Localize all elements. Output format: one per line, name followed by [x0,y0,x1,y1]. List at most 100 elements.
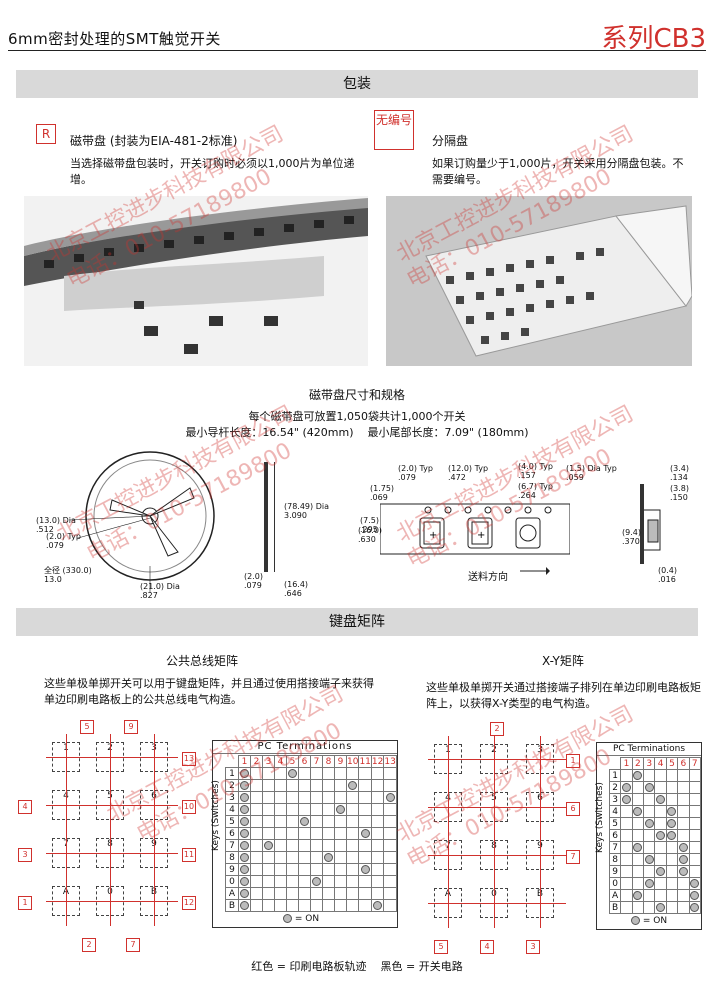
termination-cell [298,779,311,792]
termination-cell [322,803,335,816]
termination-cell [383,899,397,912]
termination-cell [286,875,299,888]
key-row-header: 9 [225,863,239,876]
on-dot-icon [240,840,249,850]
pcb-trace-vertical [154,734,155,926]
on-dot-icon [283,914,292,923]
table-row: A [225,887,397,900]
termination-cell [322,887,335,900]
termination-cell [688,901,702,914]
termination-cell [345,839,360,852]
on-dot-icon [240,900,249,910]
termination-cell [620,889,633,902]
termination-cell [654,841,667,854]
termination-cell [677,817,690,830]
terminal-tag: 5 [434,940,448,954]
termination-column-header: 7 [310,755,323,768]
termination-cell [262,875,275,888]
termination-cell [642,793,656,806]
termination-cell [383,803,397,816]
termination-cell [262,767,275,780]
termination-cell [358,839,372,852]
xy-grid-title: PC Terminations [597,743,701,756]
table-row: 4 [608,805,702,818]
termination-column-header: 3 [642,757,656,770]
termination-cell [262,863,275,876]
common-vertical-label: Keys (Switches) [211,780,221,851]
pcb-trace-vertical [448,736,449,928]
pcb-trace-horizontal [428,759,566,760]
termination-cell [274,767,287,780]
termination-cell [274,815,287,828]
on-dot-icon [373,900,383,910]
table-row: 1 [225,767,397,780]
on-dot-icon [667,806,677,816]
key-row-header: B [225,899,239,912]
pcb-trace-vertical [540,736,541,928]
termination-cell [383,827,397,840]
termination-column-header: 1 [620,757,633,770]
dim-dia-13: (13.0) Dia .512 [36,516,76,534]
termination-cell [286,839,299,852]
on-dot-icon [360,864,370,874]
on-dot-icon [656,794,666,804]
termination-cell [322,875,335,888]
on-dot-icon [678,854,688,864]
termination-cell [310,827,323,840]
on-dot-icon [336,804,345,814]
termination-cell [370,875,385,888]
key-row-header: 3 [608,793,622,806]
on-dot-icon [690,890,700,900]
specs-line2: 最小导杆长度：16.54" (420mm) 最小尾部长度：7.09" (180m… [185,426,529,439]
tape-code-badge: R [36,124,56,144]
termination-cell [250,875,263,888]
termination-column-header: 2 [250,755,263,768]
table-row: 2 [225,779,397,792]
key-row-header: 5 [225,815,239,828]
termination-cell [310,815,323,828]
termination-cell [642,769,656,782]
termination-cell [345,803,360,816]
table-row: 9 [225,863,397,876]
on-dot-icon [348,780,358,790]
termination-cell [274,827,287,840]
on-dot-icon [240,864,249,874]
termination-cell [370,791,385,804]
on-dot-icon [631,916,640,925]
termination-cell [677,865,690,878]
termination-cell [262,779,275,792]
termination-cell [250,779,263,792]
on-dot-icon [678,842,688,852]
termination-cell [642,829,656,842]
dim-typ-20: (2.0) Typ .079 [46,532,81,550]
terminal-tag: 2 [490,722,504,736]
termination-cell [334,875,347,888]
termination-cell [345,815,360,828]
termination-cell [298,767,311,780]
termination-cell [383,779,397,792]
on-dot-icon [385,792,395,802]
termination-cell [345,899,360,912]
termination-cell [274,791,287,804]
xy-vertical-label: Keys (Switches) [595,782,605,853]
matrix-section-title: 键盘矩阵 [16,608,698,636]
termination-cell [631,865,645,878]
termination-cell [238,875,251,888]
on-dot-icon [656,866,666,876]
termination-cell [322,839,335,852]
dim-dia-21: (21.0) Dia .827 [140,582,180,600]
termination-cell [274,803,287,816]
termination-cell [345,827,360,840]
terminal-tag: 3 [526,940,540,954]
termination-cell [238,863,251,876]
key-row-header: 4 [225,803,239,816]
table-row: 7 [608,841,702,854]
common-legend: = ON [283,914,319,924]
termination-cell [262,815,275,828]
termination-cell [665,901,679,914]
tape-text: 当选择磁带盘包装时，开关订购时必须以1,000片为单位递增。 [70,157,355,186]
termination-cell [665,853,679,866]
key-row-header: 6 [225,827,239,840]
tape-side-drawing [640,484,661,564]
termination-cell [274,839,287,852]
